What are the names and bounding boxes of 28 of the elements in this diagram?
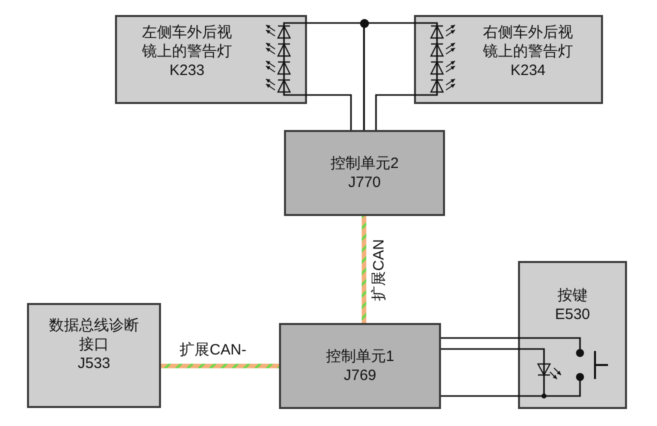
component-name: 控制单元2 <box>330 154 399 173</box>
module-box <box>115 15 307 104</box>
wire <box>375 94 414 130</box>
wire <box>441 395 518 397</box>
module-box <box>27 303 161 408</box>
component-name: 右侧车外后视镜上的警告灯 <box>482 23 574 61</box>
component-code: J533 <box>78 354 110 373</box>
component-name: 左侧车外后视镜上的警告灯 <box>141 23 233 61</box>
component-code: K234 <box>510 61 546 80</box>
edge-label: 扩展CAN- <box>178 342 248 358</box>
component-code: J769 <box>344 366 376 385</box>
wire <box>307 94 352 130</box>
component-code: K233 <box>169 61 205 80</box>
component-name: 数据总线诊断接口 <box>48 316 140 354</box>
module-box <box>284 130 445 216</box>
component-code: E530 <box>554 305 590 324</box>
component-name: 按键 <box>558 286 588 305</box>
edge-label: 扩展CAN <box>370 238 388 302</box>
bus-line <box>161 364 279 368</box>
bus-line <box>362 216 366 323</box>
wire <box>441 348 518 350</box>
wire <box>363 22 414 130</box>
module-box <box>279 323 441 409</box>
module-box <box>518 261 627 409</box>
component-name: 控制单元1 <box>326 347 394 366</box>
module-box <box>414 15 603 104</box>
component-code: J770 <box>348 173 381 192</box>
wire <box>441 337 518 339</box>
